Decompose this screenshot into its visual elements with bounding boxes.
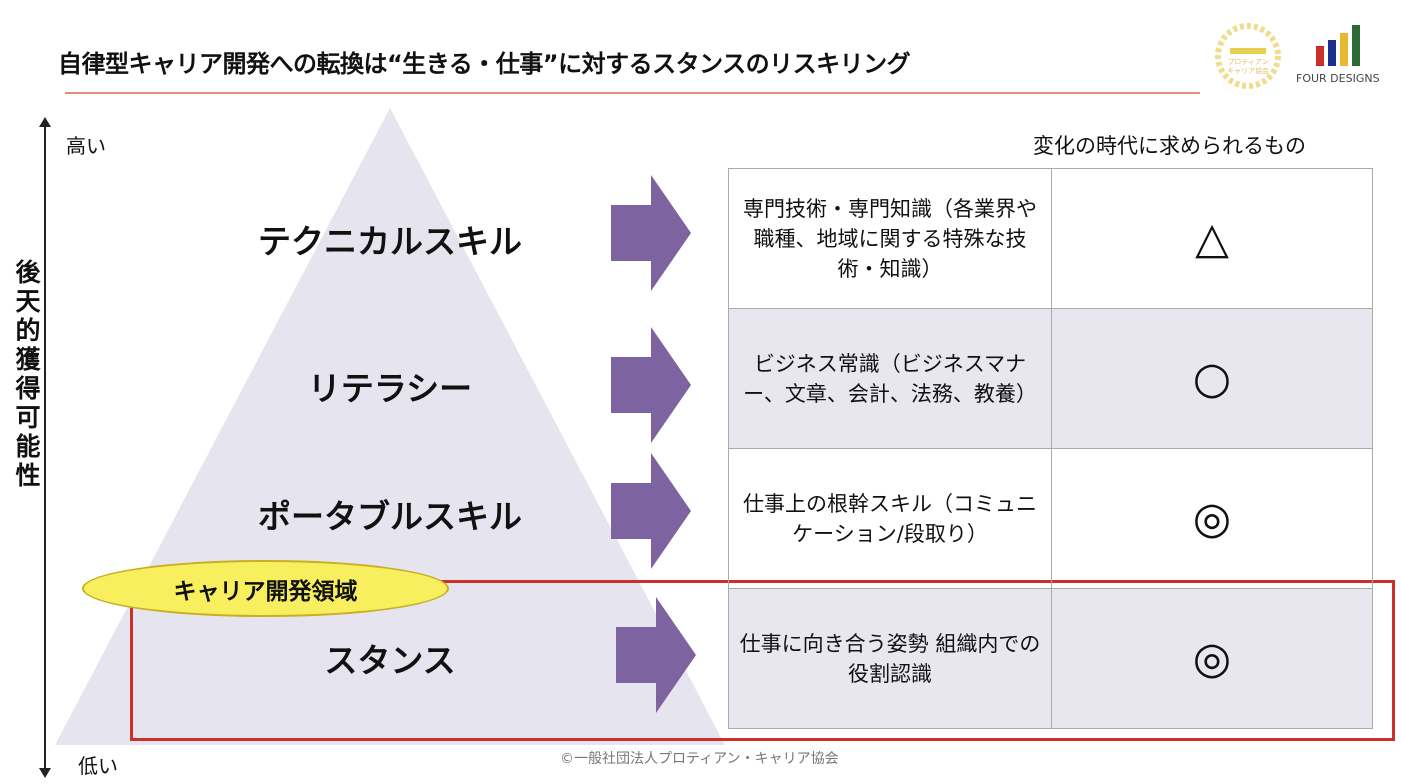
arrow-right-icon [611, 175, 691, 291]
rating-double-circle-icon: ◎ [1051, 448, 1373, 589]
arrow-right-icon [616, 597, 696, 713]
slide-title: 自律型キャリア開発への転換は“生きる・仕事”に対するスタンスのリスキリング [58, 50, 911, 78]
vertical-axis-arrow [39, 117, 51, 778]
row-description: ビジネス常識（ビジネスマナー、文章、会計、法務、教養） [728, 308, 1052, 449]
four-designs-logo: FOUR DESIGNS [1296, 22, 1396, 92]
table-row: ビジネス常識（ビジネスマナー、文章、会計、法務、教養）○ [728, 308, 1373, 449]
title-underline [65, 92, 1200, 94]
pyramid-level-portable: ポータブルスキル [258, 497, 522, 536]
rating-double-circle-icon: ◎ [1051, 588, 1373, 729]
row-description: 専門技術・専門知識（各業界や職種、地域に関する特殊な技術・知識） [728, 168, 1052, 309]
table-row: 専門技術・専門知識（各業界や職種、地域に関する特殊な技術・知識）△ [728, 168, 1373, 309]
axis-low-label: 低い [78, 754, 118, 778]
row-description: 仕事に向き合う姿勢 組織内での役割認識 [728, 588, 1052, 729]
axis-high-label: 高い [66, 134, 106, 158]
pyramid-level-literacy: リテラシー [307, 369, 473, 408]
copyright-footer: ©一般社団法人プロティアン・キャリア協会 [560, 751, 839, 767]
rating-triangle-icon: △ [1051, 168, 1373, 309]
axis-vertical-label: 後天的獲得可能性 [15, 258, 41, 490]
career-development-area-label: キャリア開発領域 [82, 560, 449, 617]
pyramid-level-technical: テクニカルスキル [258, 222, 522, 261]
rating-circle-icon: ○ [1051, 308, 1373, 449]
association-laurel-logo: プロティアン キャリア協会 [1210, 18, 1286, 90]
table-row: 仕事上の根幹スキル（コミュニケーション/段取り）◎ [728, 448, 1373, 589]
requirements-table: 専門技術・専門知識（各業界や職種、地域に関する特殊な技術・知識）△ ビジネス常識… [728, 168, 1373, 729]
table-header: 変化の時代に求められるもの [1033, 134, 1306, 158]
svg-text:プロティアン: プロティアン [1227, 58, 1268, 66]
svg-text:キャリア協会: キャリア協会 [1227, 66, 1269, 75]
row-description: 仕事上の根幹スキル（コミュニケーション/段取り） [728, 448, 1052, 589]
four-designs-text: FOUR DESIGNS [1296, 72, 1380, 85]
pyramid-level-stance: スタンス [324, 641, 456, 680]
arrow-right-icon [611, 327, 691, 443]
arrow-right-icon [611, 453, 691, 569]
table-row: 仕事に向き合う姿勢 組織内での役割認識◎ [728, 588, 1373, 729]
